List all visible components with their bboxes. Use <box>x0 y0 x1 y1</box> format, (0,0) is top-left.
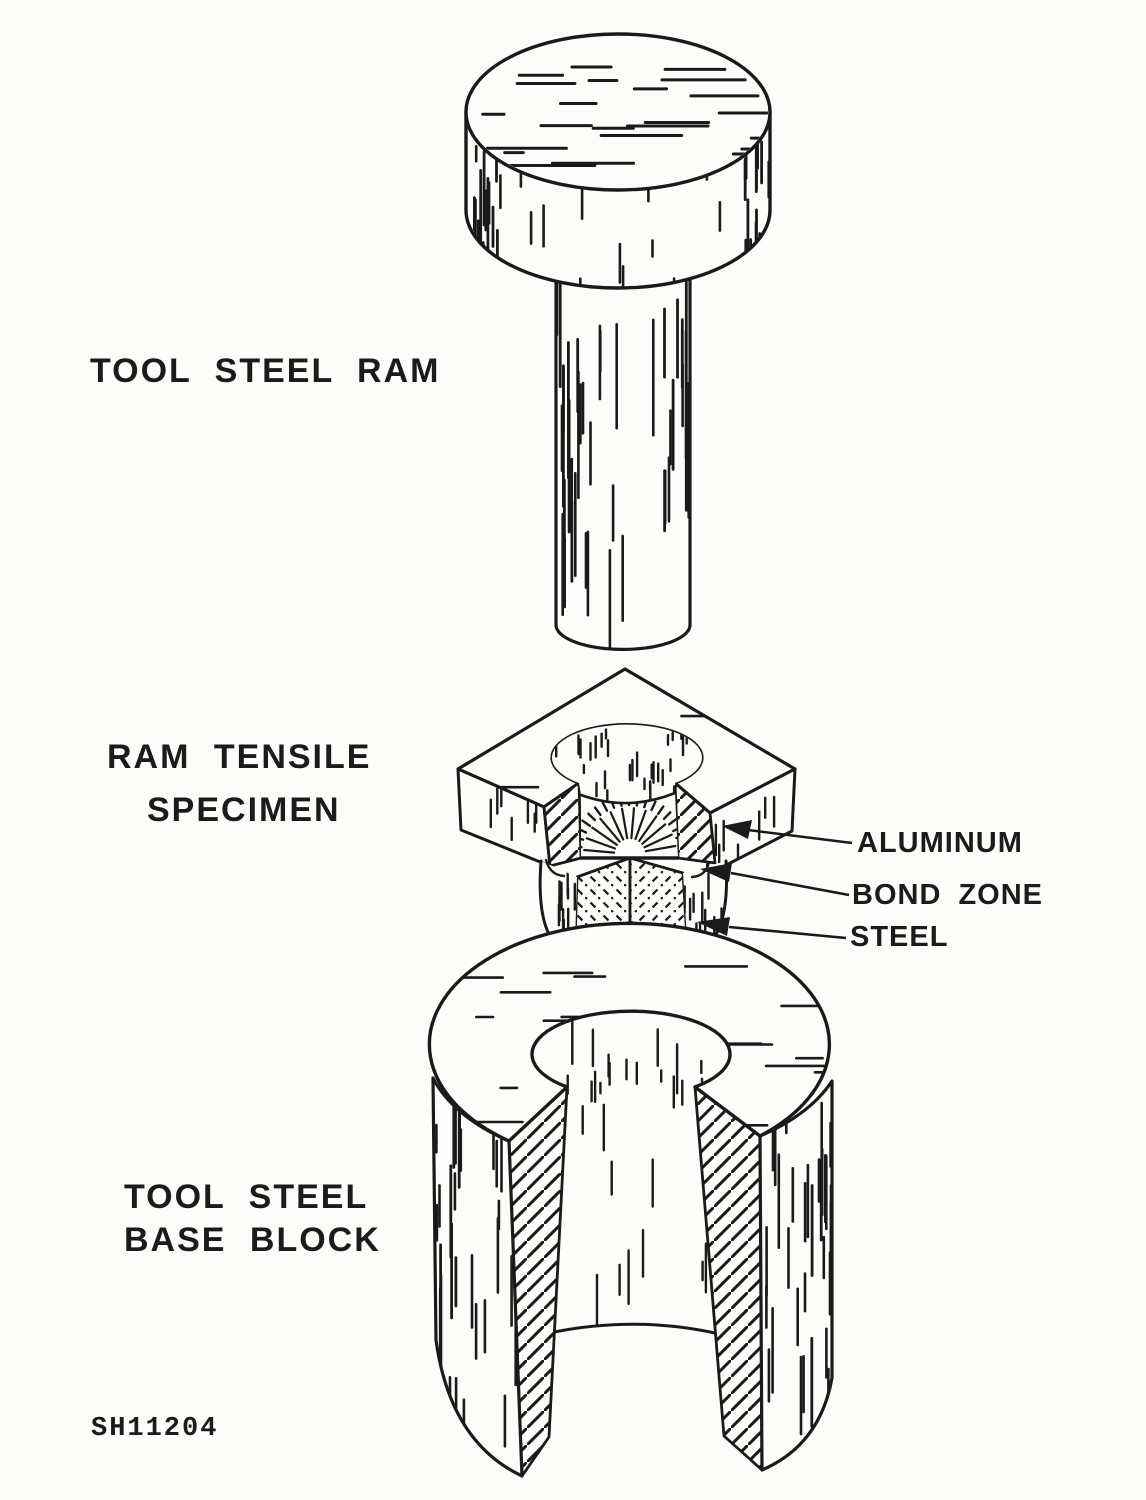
callout-aluminum: ALUMINUM <box>857 827 1023 859</box>
ram-head-top <box>464 32 772 192</box>
bond-zone-arrowhead-icon <box>700 863 732 882</box>
plate-left-shading <box>489 783 538 842</box>
relief-fillet-left <box>544 858 566 878</box>
steel-arrowhead-icon <box>697 917 730 936</box>
ram-shaft-shading <box>556 250 690 650</box>
bore-shading <box>547 1018 710 1333</box>
aluminum-leader-line <box>747 828 853 845</box>
base-label-line1: TOOL STEEL <box>124 1178 369 1216</box>
relief-fillet-right <box>690 860 711 879</box>
specimen-drawing <box>456 667 797 954</box>
bore-floor-arc <box>552 1322 717 1335</box>
base-right-shading <box>765 1093 832 1436</box>
figure-number: SH11204 <box>91 1414 219 1444</box>
base-block-drawing <box>427 921 834 1478</box>
bond-zone-leader-line <box>730 871 850 897</box>
base-bore <box>532 1011 730 1333</box>
base-label-line2: BASE BLOCK <box>124 1221 381 1259</box>
specimen-label-line2: SPECIMEN <box>147 791 341 829</box>
callout-steel: STEEL <box>850 921 949 953</box>
ram-shaft <box>554 241 692 651</box>
steel-leader-line <box>728 925 847 940</box>
callout-leaders <box>697 820 853 940</box>
specimen-label-line1: RAM TENSILE <box>107 738 372 776</box>
ram-label: TOOL STEEL RAM <box>90 352 441 390</box>
callout-bond-zone: BOND ZONE <box>852 879 1043 911</box>
aluminum-cut-face-right <box>673 781 717 865</box>
ram-drawing <box>464 32 772 651</box>
boss-left-shading <box>557 870 576 941</box>
aluminum-arrowhead-icon <box>722 820 752 839</box>
